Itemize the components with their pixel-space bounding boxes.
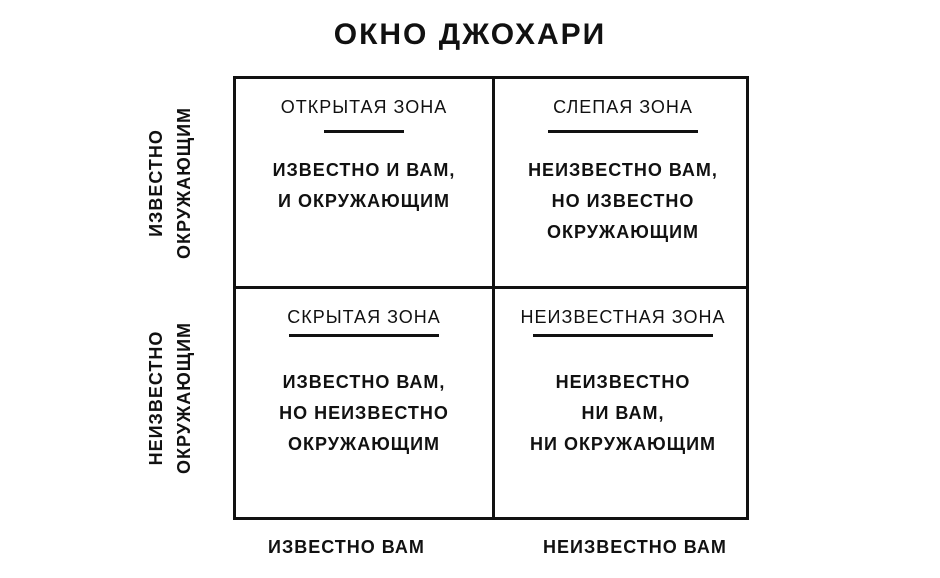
cell-line: Известно и вам,	[272, 160, 456, 180]
cell-line: окружающим	[546, 222, 700, 242]
cell-line: окружающим	[287, 434, 441, 454]
cell-body: Известно вам, но неизвестно окружающим	[236, 367, 492, 460]
column-label-unknown-to-self: Неизвестно вам	[543, 537, 727, 557]
vertical-divider	[492, 79, 495, 517]
row-label-line: окружающим	[174, 321, 194, 475]
cell-line: и окружающим	[278, 191, 450, 211]
unknown-zone-cell: Неизвестная зона Неизвестно ни вам, ни о…	[495, 289, 751, 460]
cell-body: Неизвестно вам, но известно окружающим	[495, 155, 751, 248]
title-underline	[533, 334, 713, 337]
title-underline	[324, 130, 404, 133]
diagram-title: Окно Джохари	[333, 18, 607, 51]
cell-line: но известно	[551, 191, 695, 211]
cell-line: Неизвестно вам,	[528, 160, 718, 180]
johari-grid: Открытая зона Известно и вам, и окружающ…	[233, 76, 749, 520]
blind-zone-cell: Слепая зона Неизвестно вам, но известно …	[495, 79, 751, 248]
cell-line: ни окружающим	[530, 434, 716, 454]
row-label-unknown-to-others: Неизвестно окружающим	[142, 298, 198, 498]
cell-title: Слепая зона	[553, 97, 693, 117]
row-label-line: Известно	[146, 129, 166, 237]
open-zone-cell: Открытая зона Известно и вам, и окружающ…	[236, 79, 492, 217]
hidden-zone-cell: Скрытая зона Известно вам, но неизвестно…	[236, 289, 492, 460]
title-underline	[289, 334, 439, 337]
cell-line: Неизвестно	[555, 372, 691, 392]
title-underline	[548, 130, 698, 133]
cell-title: Неизвестная зона	[520, 307, 726, 327]
row-label-line: окружающим	[174, 106, 194, 260]
cell-line: Известно вам,	[282, 372, 446, 392]
horizontal-divider	[236, 286, 746, 289]
cell-body: Известно и вам, и окружающим	[236, 155, 492, 217]
row-label-line: Неизвестно	[146, 330, 166, 466]
cell-title: Скрытая зона	[287, 307, 441, 327]
column-label-known-to-self: Известно вам	[268, 537, 425, 557]
cell-title: Открытая зона	[280, 97, 448, 117]
row-label-known-to-others: Известно окружающим	[142, 83, 198, 283]
cell-line: но неизвестно	[279, 403, 449, 423]
cell-line: ни вам,	[581, 403, 665, 423]
cell-body: Неизвестно ни вам, ни окружающим	[495, 367, 751, 460]
